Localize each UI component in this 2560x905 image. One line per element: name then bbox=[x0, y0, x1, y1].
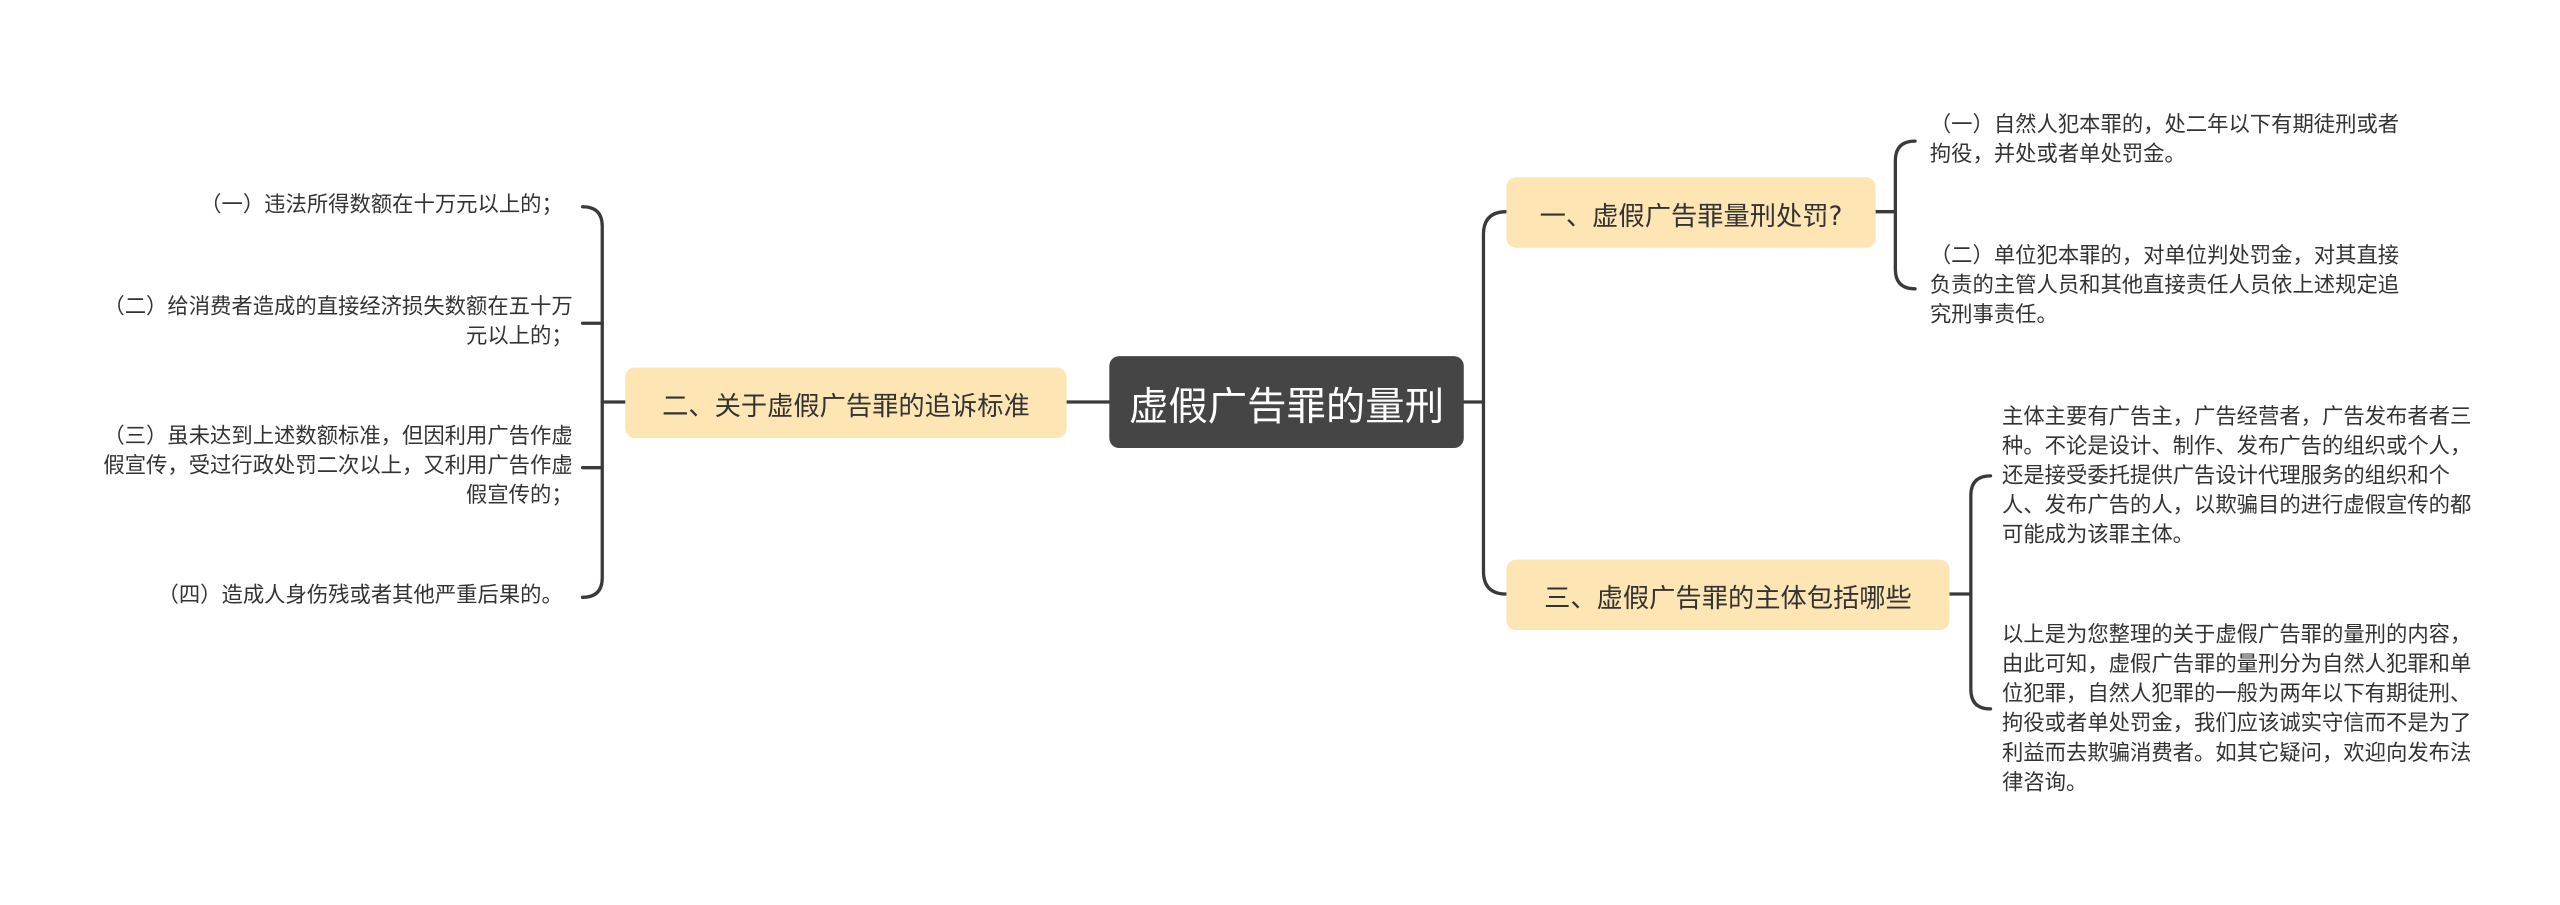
central-topic[interactable]: 虚假广告罪的量刑 bbox=[1109, 356, 1464, 448]
leaf-standard-4[interactable]: （四）造成人身伤残或者其他严重后果的。 bbox=[157, 584, 563, 609]
connector-b3-trunk bbox=[1969, 474, 1993, 711]
branch-prosecution-standard[interactable]: 二、关于虚假广告罪的追诉标准 bbox=[625, 367, 1067, 439]
leaf-standard-3[interactable]: （三）虽未达到上述数额标准，但因利用广告作虚假宣传，受过行政处罚二次以上，又利用… bbox=[103, 425, 573, 509]
leaf-subjects-2[interactable]: 以上是为您整理的关于虚假广告罪的量刑的内容，由此可知，虚假广告罪的量刑分为自然人… bbox=[2002, 623, 2472, 796]
connector-right-trunk bbox=[1481, 210, 1509, 596]
connector-b1-trunk bbox=[1893, 139, 1917, 291]
leaf-standard-1[interactable]: （一）违法所得数额在十万元以上的； bbox=[200, 193, 563, 219]
connector-left-trunk bbox=[580, 205, 604, 599]
branch-sentencing[interactable]: 一、虚假广告罪量刑处罚? bbox=[1506, 177, 1876, 248]
leaf-standard-2[interactable]: （二）给消费者造成的直接经济损失数额在五十万元以上的； bbox=[103, 295, 573, 350]
branch-subjects[interactable]: 三、虚假广告罪的主体包括哪些 bbox=[1506, 559, 1950, 631]
leaf-sentencing-1[interactable]: （一）自然人犯本罪的，处二年以下有期徒刑或者拘役，并处或者单处罚金。 bbox=[1929, 113, 2400, 168]
leaf-sentencing-2[interactable]: （二）单位犯本罪的，对单位判处罚金，对其直接负责的主管人员和其他直接责任人员依上… bbox=[1929, 244, 2400, 329]
leaf-subjects-1[interactable]: 主体主要有广告主，广告经营者，广告发布者者三种。不论是设计、制作、发布广告的组织… bbox=[2002, 405, 2472, 549]
